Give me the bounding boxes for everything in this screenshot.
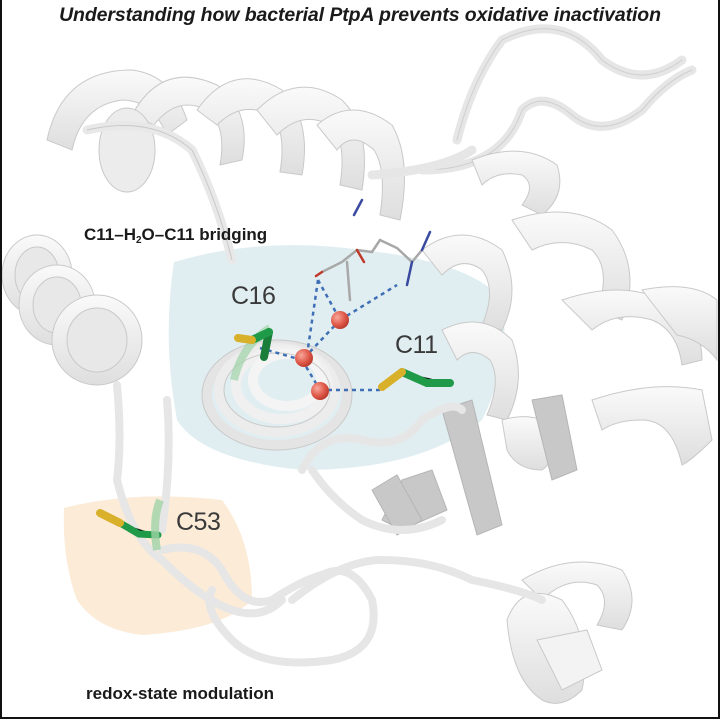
residue-label-c11: C11 <box>395 331 438 359</box>
loop-left <box>112 381 286 618</box>
ligand-sticks <box>314 198 432 302</box>
redox-annotation: redox-state modulation <box>86 684 274 703</box>
helix-lower-right <box>506 561 633 704</box>
beta-sheet <box>371 394 578 536</box>
residue-label-c16: C16 <box>231 282 276 310</box>
water-molecules <box>295 311 349 400</box>
figure-title: Understanding how bacterial PtpA prevent… <box>59 4 661 26</box>
cysteine-c16-stick <box>234 328 273 361</box>
residue-label-c53: C53 <box>176 508 221 536</box>
loops-upper-right <box>367 24 697 180</box>
cysteine-c11-stick <box>378 368 454 391</box>
helices-right <box>421 150 718 471</box>
loops-lower <box>158 402 546 667</box>
helix-central <box>202 340 352 450</box>
helix-top <box>46 69 405 221</box>
bridging-annotation: C11–H2O–C11 bridging <box>84 225 268 246</box>
helix-left <box>2 234 143 386</box>
